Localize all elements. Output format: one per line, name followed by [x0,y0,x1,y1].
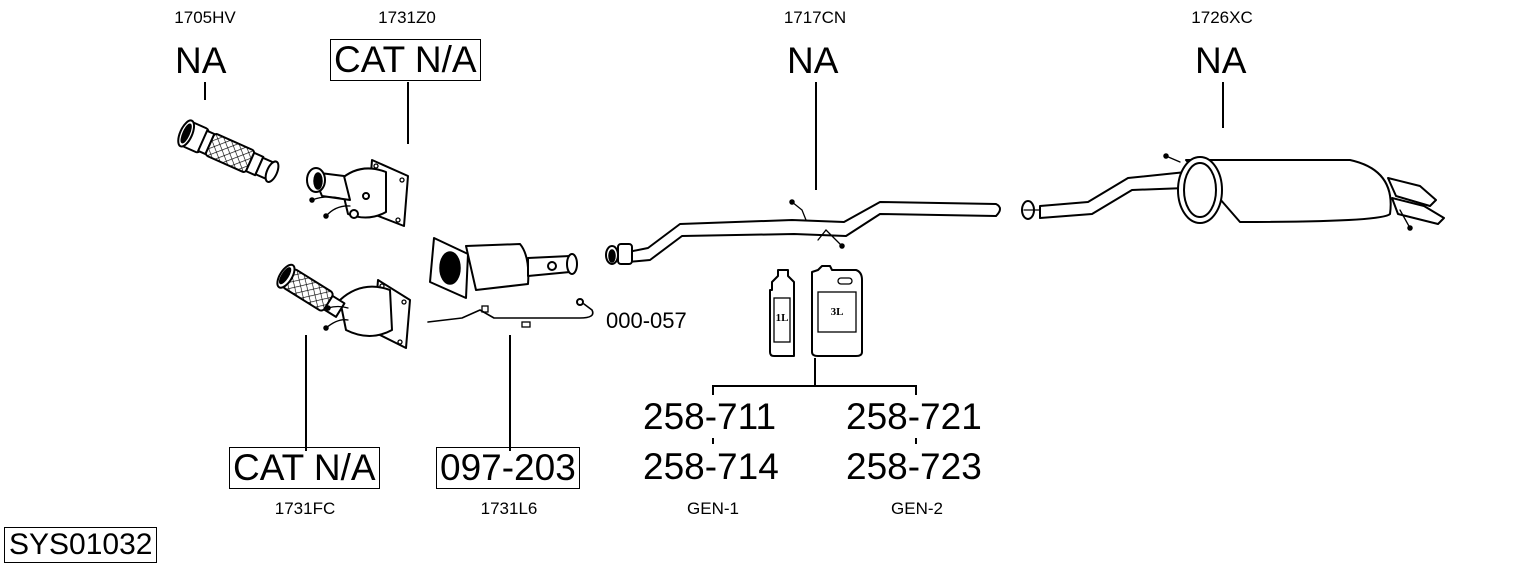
fluid-bracket-left [712,385,714,395]
part-ref-1726xc: 1726XC [1191,8,1253,27]
part-code-1726xc[interactable]: NA [1195,40,1247,81]
fluid-group-gen-1: GEN-1 [687,499,739,518]
fluid-code-258-723[interactable]: 258-723 [846,446,982,487]
catalytic-converter-1731fc[interactable] [274,262,411,349]
sensor-pipe-000-057[interactable] [427,298,594,328]
part-ref-1731z0: 1731Z0 [378,8,436,27]
leader-line-1731l6 [509,335,511,451]
part-code-1731l6[interactable]: 097-203 [436,447,580,489]
part-ref-1731fc: 1731FC [274,499,336,518]
part-code-1705hv[interactable]: NA [175,40,227,81]
part-code-1731z0[interactable]: CAT N/A [330,39,481,81]
part-code-1717cn[interactable]: NA [787,40,839,81]
part-ref-1705hv: 1705HV [174,8,236,27]
flex-pipe-1705hv[interactable] [175,118,282,186]
part-ref-1717cn: 1717CN [783,8,847,27]
catalytic-converter-1731z0[interactable] [306,159,409,227]
gen1-separator [712,438,714,444]
leader-line-1731fc [305,335,307,451]
fluid-bottle-1l[interactable] [769,269,795,357]
gen2-separator [915,438,917,444]
part-code-000-057[interactable]: 000-057 [606,308,687,333]
particulate-filter-1731l6[interactable] [429,237,578,299]
system-id: SYS01032 [4,527,158,563]
leader-line-1705hv [204,82,206,100]
leader-line-1717cn [815,82,817,190]
can-label-3l: 3L [830,306,844,318]
fluid-code-258-721[interactable]: 258-721 [846,396,982,437]
leader-line-1731z0 [407,82,409,144]
rear-silencer-1726xc[interactable] [1021,153,1445,231]
leader-line-1726xc [1222,82,1224,128]
middle-pipe-1717cn[interactable] [605,199,1001,265]
fluid-bracket-bar [712,385,916,387]
fluid-group-gen-2: GEN-2 [891,499,943,518]
fluid-bracket-right [915,385,917,395]
part-ref-1731l6: 1731L6 [480,499,538,518]
part-code-1731fc[interactable]: CAT N/A [229,447,380,489]
fluid-code-258-714[interactable]: 258-714 [643,446,779,487]
fluid-leader-line [814,358,816,386]
bottle-label-1l: 1L [775,312,789,324]
fluid-code-258-711[interactable]: 258-711 [643,396,777,437]
fluid-can-3l[interactable] [811,265,863,357]
